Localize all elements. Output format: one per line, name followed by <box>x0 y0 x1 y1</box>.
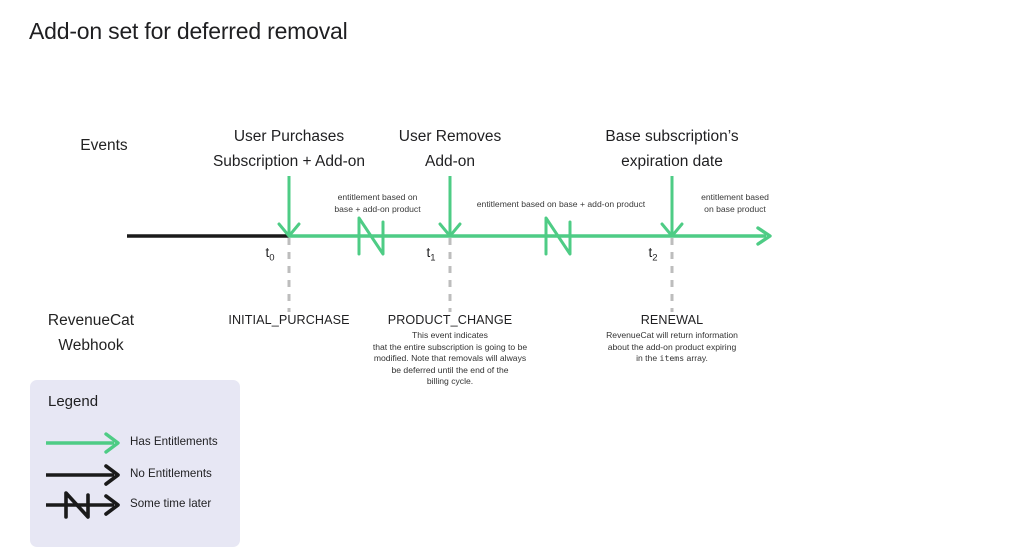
page-title: Add-on set for deferred removal <box>29 18 348 44</box>
black-arrow-icon <box>46 464 120 486</box>
webhook-block-initial-purchase: INITIAL_PURCHASE <box>204 313 374 330</box>
entitlement-note-base-plus-addon-left: entitlement based on base + add-on produ… <box>311 192 444 215</box>
event-caption-base-expiration: Base subscription’s expiration date <box>575 124 769 174</box>
event-drop-arrow-t2 <box>660 176 684 238</box>
t-label-base: t <box>648 245 653 260</box>
entitlement-note-line1: entitlement based on base + add-on produ… <box>476 199 646 209</box>
timeline-marker-label-t1: t1 <box>411 245 451 264</box>
legend-panel: Legend Has Entitlements No Entitlements … <box>30 380 240 547</box>
entitlement-note-base-plus-addon-mid: entitlement based on base + add-on produ… <box>455 199 667 211</box>
row-label-revenuecat-webhook: RevenueCat Webhook <box>11 308 171 358</box>
legend-item-label: Some time later <box>130 497 212 510</box>
timeline-marker-label-t2: t2 <box>633 245 673 264</box>
some-time-later-break-2 <box>544 216 572 256</box>
green-arrow-icon <box>46 432 120 454</box>
t-label-base: t <box>265 245 270 260</box>
t-label-sub: 2 <box>652 252 658 264</box>
zigzag-arrow-icon <box>46 491 120 519</box>
webhook-name: PRODUCT_CHANGE <box>387 313 513 327</box>
entitlement-note-line1: entitlement based <box>701 192 769 202</box>
row-label-events: Events <box>80 137 128 154</box>
t-label-base: t <box>426 245 431 260</box>
legend-item-some-time-later: Some time later <box>30 490 240 520</box>
webhook-name: RENEWAL <box>640 313 704 327</box>
some-time-later-break-1 <box>357 216 385 256</box>
timeline-end-arrow-icon <box>756 226 772 246</box>
t-label-sub: 0 <box>269 252 275 264</box>
t-label-sub: 1 <box>430 252 436 264</box>
entitlement-note-line2: on base product <box>704 203 766 214</box>
event-caption-line2: Subscription + Add-on <box>212 153 366 170</box>
legend-item-label: No Entitlements <box>130 467 212 480</box>
event-caption-line1: User Purchases <box>233 128 345 145</box>
webhook-name: INITIAL_PURCHASE <box>228 313 350 327</box>
timeline-marker-label-t0: t0 <box>250 245 290 264</box>
event-caption-line2: Add-on <box>425 153 475 170</box>
event-drop-arrow-t1 <box>438 176 462 238</box>
webhook-block-renewal: RENEWAL RevenueCat will return informati… <box>585 313 759 365</box>
entitlement-note-line1: entitlement based on <box>337 192 418 202</box>
entitlement-note-line2: base + add-on product <box>334 203 421 214</box>
legend-item-no-entitlements: No Entitlements <box>30 460 240 490</box>
legend-title: Legend <box>48 393 99 410</box>
webhook-label-line1: RevenueCat <box>47 312 135 329</box>
event-caption-line1: Base subscription’s <box>605 128 739 145</box>
event-caption-user-purchases: User Purchases Subscription + Add-on <box>185 124 393 174</box>
legend-item-label: Has Entitlements <box>130 435 218 448</box>
legend-item-has-entitlements: Has Entitlements <box>30 428 240 458</box>
event-caption-user-removes-addon: User Removes Add-on <box>368 124 532 174</box>
webhook-label-line2: Webhook <box>58 337 124 354</box>
event-caption-line1: User Removes <box>398 128 502 145</box>
event-caption-line2: expiration date <box>621 153 723 170</box>
event-drop-arrow-t0 <box>277 176 301 238</box>
entitlement-note-base-only: entitlement based on base product <box>676 192 794 215</box>
